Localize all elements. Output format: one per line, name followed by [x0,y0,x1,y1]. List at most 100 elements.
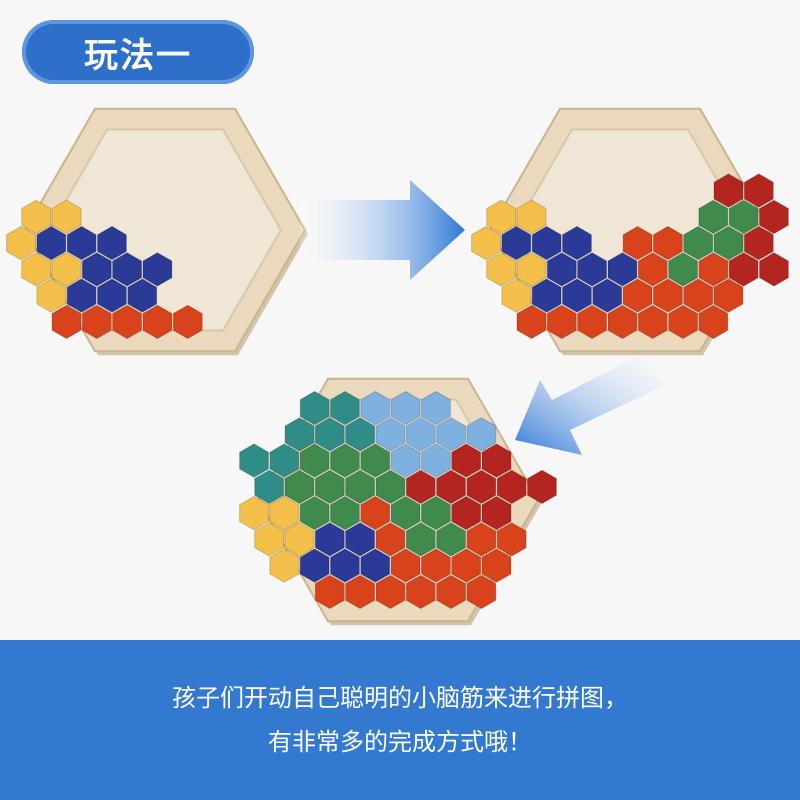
puzzle-step-3 [239,377,557,626]
puzzle-tile [36,278,67,313]
puzzle-tile [436,417,466,452]
puzzle-tile [269,443,300,478]
puzzle-tile [142,304,173,340]
puzzle-tile [66,225,97,261]
puzzle-tile [299,443,330,478]
puzzle-tile [607,252,638,287]
puzzle-tile [112,304,143,340]
puzzle-tile [375,522,406,557]
puzzle-tile [360,495,391,531]
puzzle-tile [637,304,668,340]
puzzle-tile [314,522,345,557]
puzzle-tile [577,252,608,287]
puzzle-tile [390,390,421,426]
puzzle-tile [466,417,497,452]
puzzle-tile [466,469,497,505]
arrow-right-icon [300,180,465,280]
puzzle-tile [622,278,653,313]
puzzle-tile [239,495,269,531]
puzzle-tile [652,225,683,261]
puzzle-tile [375,469,406,505]
puzzle-tile [728,199,759,235]
puzzle-tile [284,417,315,452]
puzzle-tile [668,252,698,287]
puzzle-tile [713,225,744,261]
puzzle-tile [66,278,97,313]
puzzle-tile [375,417,406,452]
puzzle-tile [299,495,330,531]
page-title: 玩法一 [84,35,192,76]
puzzle-step-1 [6,107,308,356]
puzzle-tile [51,199,82,235]
puzzle-tile [562,278,592,313]
puzzle-tile [516,252,547,287]
puzzle-tile [420,443,451,478]
puzzle-tile [51,252,82,287]
puzzle-tile [390,548,421,583]
puzzle-tile [97,278,127,313]
puzzle-tile [436,574,466,610]
puzzle-tile [284,469,315,505]
puzzle-tile [112,252,143,287]
puzzle-tile [546,304,577,340]
puzzle-tile [405,574,436,610]
puzzle-tile [345,469,376,505]
puzzle-tile [36,225,67,261]
puzzle-illustration [6,107,789,626]
puzzle-tile [668,304,698,340]
puzzle-tile [299,390,330,426]
puzzle-tile [405,469,436,505]
caption-line-1: 孩子们开动自己聪明的小脑筋来进行拼图， [172,684,628,712]
puzzle-tile [466,574,497,610]
puzzle-tile [405,522,436,557]
puzzle-tile [592,278,623,313]
puzzle-tile [466,522,497,557]
puzzle-tile [269,548,300,583]
puzzle-tile [314,574,345,610]
puzzle-tile [486,199,517,235]
puzzle-tile [486,252,517,287]
caption-line-2: 有非常多的完成方式哦！ [268,728,532,756]
title-badge: 玩法一 [22,20,254,84]
puzzle-tile [637,252,668,287]
puzzle-tile [577,304,608,340]
puzzle-tile [314,469,345,505]
puzzle-tile [239,443,269,478]
puzzle-tile [501,278,532,313]
puzzle-tile [21,199,52,235]
puzzle-tile [81,304,112,340]
puzzle-tile [471,225,501,261]
puzzle-tile [405,417,436,452]
puzzle-tile [516,304,547,340]
puzzle-tile [713,173,744,208]
puzzle-tile [51,304,82,340]
puzzle-tile [743,173,774,208]
puzzle-tile [345,522,376,557]
puzzle-tile [622,225,653,261]
puzzle-tile [481,443,512,478]
puzzle-tile [698,252,729,287]
puzzle-step-2 [471,107,789,356]
puzzle-tile [375,574,406,610]
puzzle-tile [516,199,547,235]
puzzle-tile [330,495,360,531]
puzzle-tile [562,225,592,261]
puzzle-tile [299,548,330,583]
puzzle-tile [713,278,744,313]
puzzle-tile [451,548,482,583]
puzzle-tile [420,495,451,531]
puzzle-tile [496,522,527,557]
puzzle-tile [97,225,127,261]
arrow-down-left-icon [515,355,665,455]
puzzle-tile [360,548,391,583]
puzzle-tile [330,443,360,478]
puzzle-tile [698,304,729,340]
puzzle-tile [420,390,451,426]
puzzle-tile [420,548,451,583]
puzzle-tile [390,443,421,478]
puzzle-tile [698,199,729,235]
puzzle-tile [743,225,774,261]
caption-banner: 孩子们开动自己聪明的小脑筋来进行拼图， 有非常多的完成方式哦！ [0,640,800,800]
puzzle-tile [436,469,466,505]
puzzle-tile [759,199,789,235]
